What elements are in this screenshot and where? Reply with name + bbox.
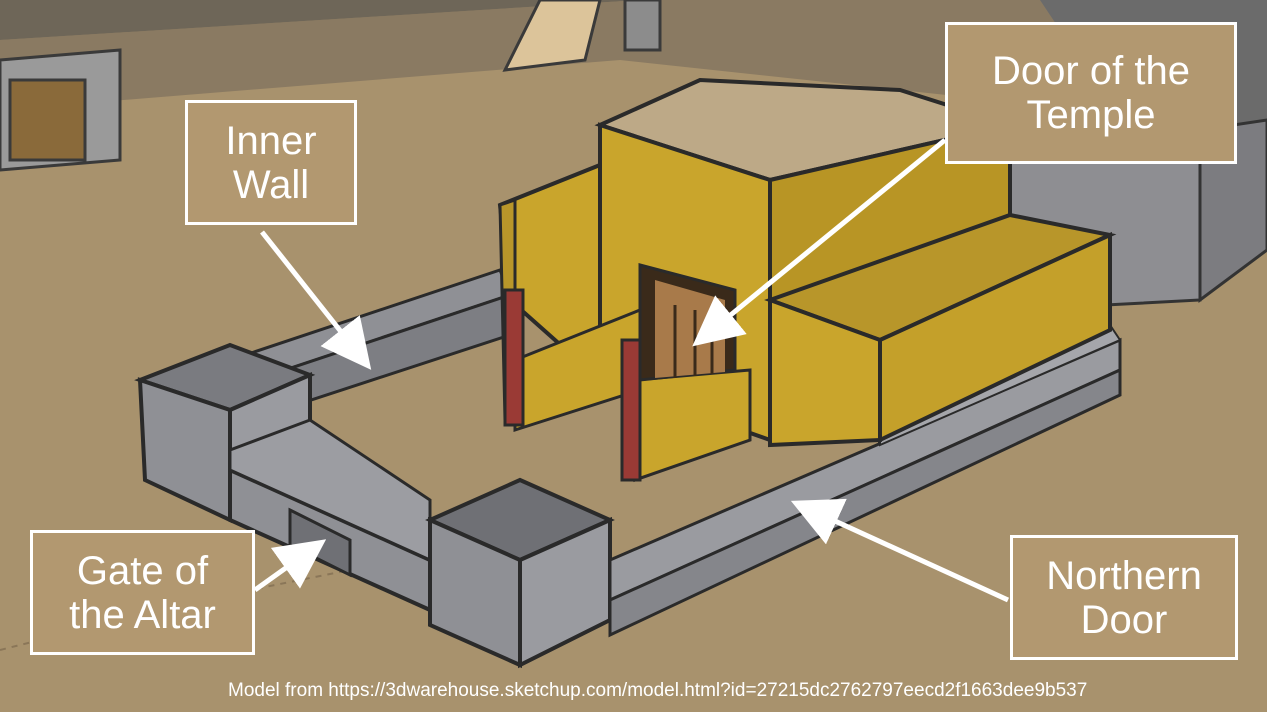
label-northern-door-line-1: Northern [1046,553,1202,598]
label-door-of-temple-line-2: Temple [1026,93,1156,137]
label-northern-door-line-2: Door [1080,597,1168,642]
label-door-of-temple: Door of the Temple [945,22,1237,164]
inner-wall-arrow [260,230,372,370]
temple-pillar-right [620,338,642,482]
northern-door-arrow [790,498,1010,603]
label-inner-wall-line-2: Wall [232,162,310,207]
label-door-of-temple-line-1: Door of the [992,49,1190,93]
background-door [8,78,87,162]
label-gate-of-altar: Gate of the Altar [30,530,255,655]
label-inner-wall-line-1: Inner [225,118,317,163]
temple-pillar-left [503,288,525,427]
label-gate-of-altar-line-2: the Altar [69,592,216,637]
label-northern-door: Northern Door [1010,535,1238,660]
label-inner-wall: Inner Wall [185,100,357,225]
gate-of-altar-arrow [253,539,327,593]
model-credit: Model from https://3dwarehouse.sketchup.… [228,680,1088,701]
label-gate-of-altar-line-1: Gate of [76,548,209,593]
door-of-temple-arrow [692,138,947,347]
